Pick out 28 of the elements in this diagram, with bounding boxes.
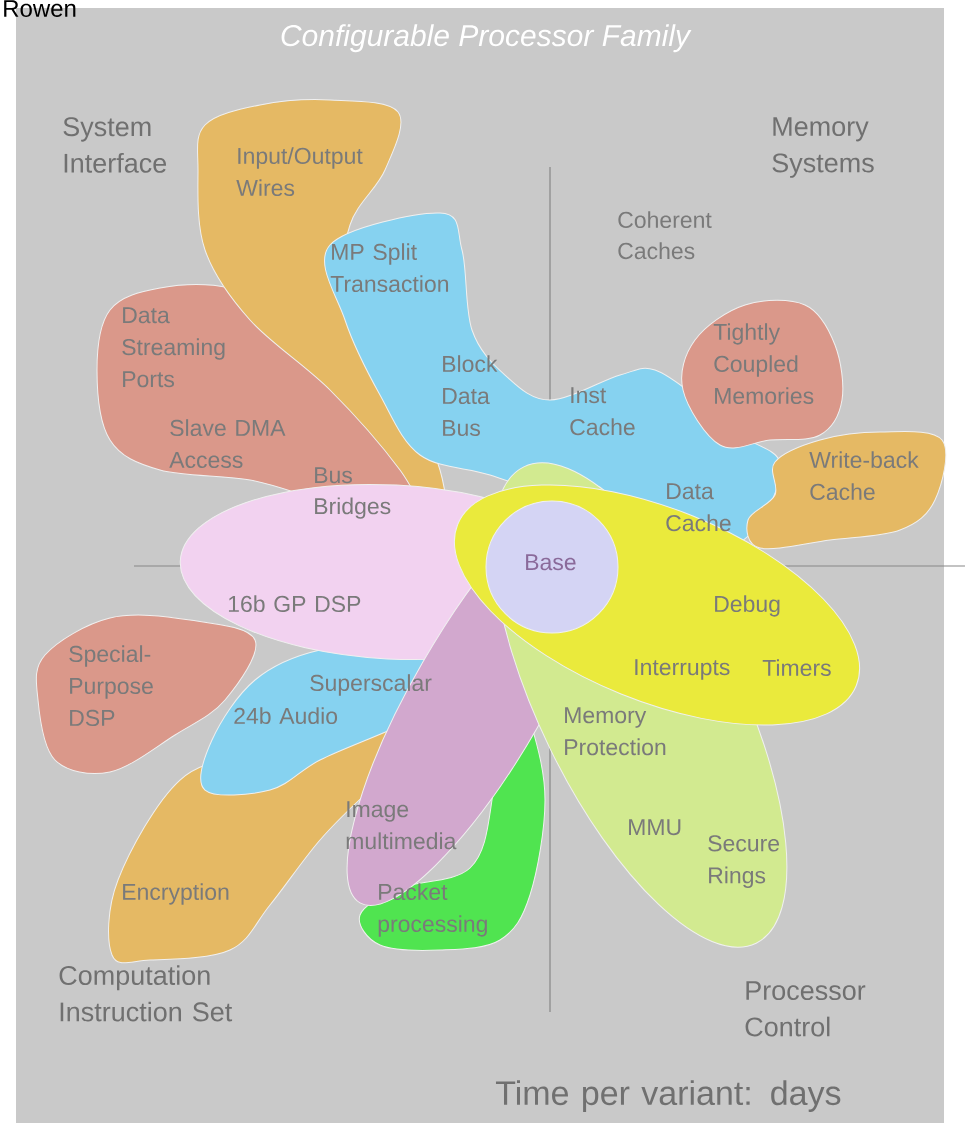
- section-heading: Memory Systems: [772, 117, 874, 178]
- caption-text: Rowen: [4, 0, 76, 17]
- petal-label: MP Split Transaction: [330, 243, 448, 293]
- section-heading: Computation Instruction Set: [59, 965, 233, 1022]
- petal-label: Data Streaming Ports: [122, 307, 225, 388]
- petal-label: Timers: [762, 659, 831, 677]
- petal-label: Interrupts: [635, 659, 730, 680]
- petal-label: Special-Purpose DSP: [69, 645, 153, 727]
- feature-text: Bus Bridges: [315, 467, 391, 519]
- petal-label: Write-back Cache: [809, 451, 919, 501]
- section-heading: System Interface: [63, 117, 167, 173]
- petal-label: Tightly Coupled Memories: [713, 323, 814, 405]
- petal-label: Image multimedia: [346, 801, 457, 850]
- petal-label: 24b Audio: [234, 707, 338, 725]
- petal-label: Debug: [715, 595, 780, 617]
- petal-label: Base: [526, 554, 576, 571]
- petal-label: Inst Cache: [570, 387, 635, 436]
- petal-label: Memory Protection: [565, 707, 666, 756]
- feature-text: Coherent Caches: [618, 211, 712, 260]
- section-heading: Processor Control: [745, 981, 866, 1037]
- petal-label: Block Data Bus: [443, 355, 498, 437]
- petal-label: Slave DMA Access: [169, 419, 286, 469]
- petal-label: 16b GP DSP: [228, 595, 361, 613]
- petal-label: MMU: [629, 819, 681, 836]
- axis-note: Time per variant: days: [495, 1080, 841, 1112]
- petal-label: Encryption: [123, 883, 229, 905]
- petal-label: Input/Output Wires: [236, 147, 363, 197]
- petal-label: Secure Rings: [708, 835, 780, 889]
